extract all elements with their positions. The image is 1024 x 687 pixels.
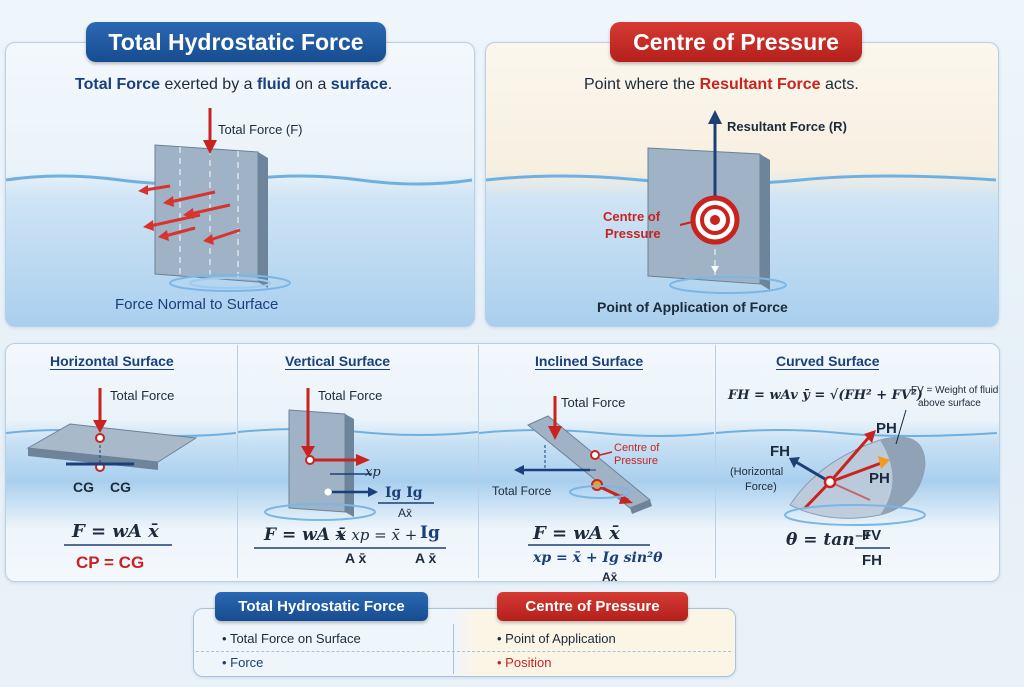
fh-note-line1: (Horizontal bbox=[730, 466, 784, 478]
vertical-force-formula: F = wA x̄ bbox=[264, 525, 347, 545]
divider-2 bbox=[478, 345, 479, 578]
inclined-total-force-top: Total Force bbox=[561, 395, 626, 410]
fv-note-line1: FV = Weight of fluid bbox=[911, 385, 999, 396]
summary-left-item-2: • Force bbox=[222, 655, 264, 670]
curved-fh-formula: FH = wAv ȳ = √(FH² + FV²) bbox=[728, 388, 923, 403]
theta-numerator: FV bbox=[862, 527, 882, 544]
summary-right-item-2: • Position bbox=[497, 655, 552, 670]
total-force-subtitle: Total Force exerted by a fluid on a surf… bbox=[75, 76, 393, 93]
centre-of-pressure-title: Centre of Pressure bbox=[610, 22, 862, 62]
cp-equals-cg: CP = CG bbox=[76, 553, 145, 572]
vertical-den-left: A x̄ bbox=[345, 550, 367, 566]
cg-left-label: CG bbox=[73, 479, 94, 495]
horizontal-force-formula: F = wA x̄ bbox=[72, 521, 159, 542]
summary-divider bbox=[453, 624, 454, 674]
theta-denominator: FH bbox=[862, 552, 882, 569]
point-of-application-caption: Point of Application of Force bbox=[597, 299, 788, 315]
total-force-label: Total Force (F) bbox=[218, 122, 303, 137]
vertical-xp-formula: + xp = x̄ + bbox=[334, 526, 418, 544]
ph-bottom-label: PH bbox=[869, 470, 890, 487]
divider-1 bbox=[237, 345, 238, 578]
inclined-denominator: Ax̄ bbox=[602, 570, 618, 584]
inclined-xp-formula: xp = x̄ + Ig sin²θ bbox=[533, 550, 663, 566]
vertical-frac-numerator: Ig Ig bbox=[385, 485, 423, 501]
inclined-cp-line1: Centre of bbox=[614, 442, 660, 454]
horizontal-surface-title: Horizontal Surface bbox=[50, 353, 174, 370]
total-force-title: Total Hydrostatic Force bbox=[86, 22, 386, 62]
summary-row-divider bbox=[196, 651, 731, 652]
xp-label: xp bbox=[365, 465, 381, 480]
inclined-surface-title: Inclined Surface bbox=[535, 353, 644, 370]
vertical-surface-title: Vertical Surface bbox=[285, 353, 391, 370]
horizontal-total-force-label: Total Force bbox=[110, 388, 175, 403]
summary-right-title: Centre of Pressure bbox=[497, 592, 688, 621]
cg-right-label: CG bbox=[110, 479, 131, 495]
fv-note-line2: above surface bbox=[918, 398, 981, 409]
ph-top-label: PH bbox=[876, 420, 897, 437]
curved-fh-label: FH bbox=[770, 443, 790, 460]
theta-formula: θ = tan⁻¹ bbox=[786, 530, 872, 550]
summary-left-item-1: • Total Force on Surface bbox=[222, 631, 361, 646]
cp-label-line1: Centre of bbox=[603, 209, 661, 224]
vertical-ig-numerator: Ig bbox=[420, 523, 440, 543]
fh-note-line2: Force) bbox=[745, 481, 777, 493]
vertical-total-force-label: Total Force bbox=[318, 388, 383, 403]
curved-surface-title: Curved Surface bbox=[776, 353, 880, 370]
inclined-cp-line2: Pressure bbox=[614, 455, 659, 467]
summary-left-title: Total Hydrostatic Force bbox=[215, 592, 428, 621]
resultant-force-label: Resultant Force (R) bbox=[727, 119, 847, 134]
centre-of-pressure-subtitle: Point where the Resultant Force acts. bbox=[584, 76, 859, 93]
vertical-frac-denominator: Ax̄ bbox=[398, 506, 413, 520]
inclined-force-formula: F = wA x̄ bbox=[533, 523, 620, 544]
vertical-den-right: A x̄ bbox=[415, 550, 437, 566]
cp-label-line2: Pressure bbox=[605, 226, 661, 241]
inclined-total-force-left: Total Force bbox=[492, 484, 552, 498]
divider-3 bbox=[715, 345, 716, 578]
summary-right-item-1: • Point of Application bbox=[497, 631, 616, 646]
force-normal-caption: Force Normal to Surface bbox=[115, 296, 279, 313]
